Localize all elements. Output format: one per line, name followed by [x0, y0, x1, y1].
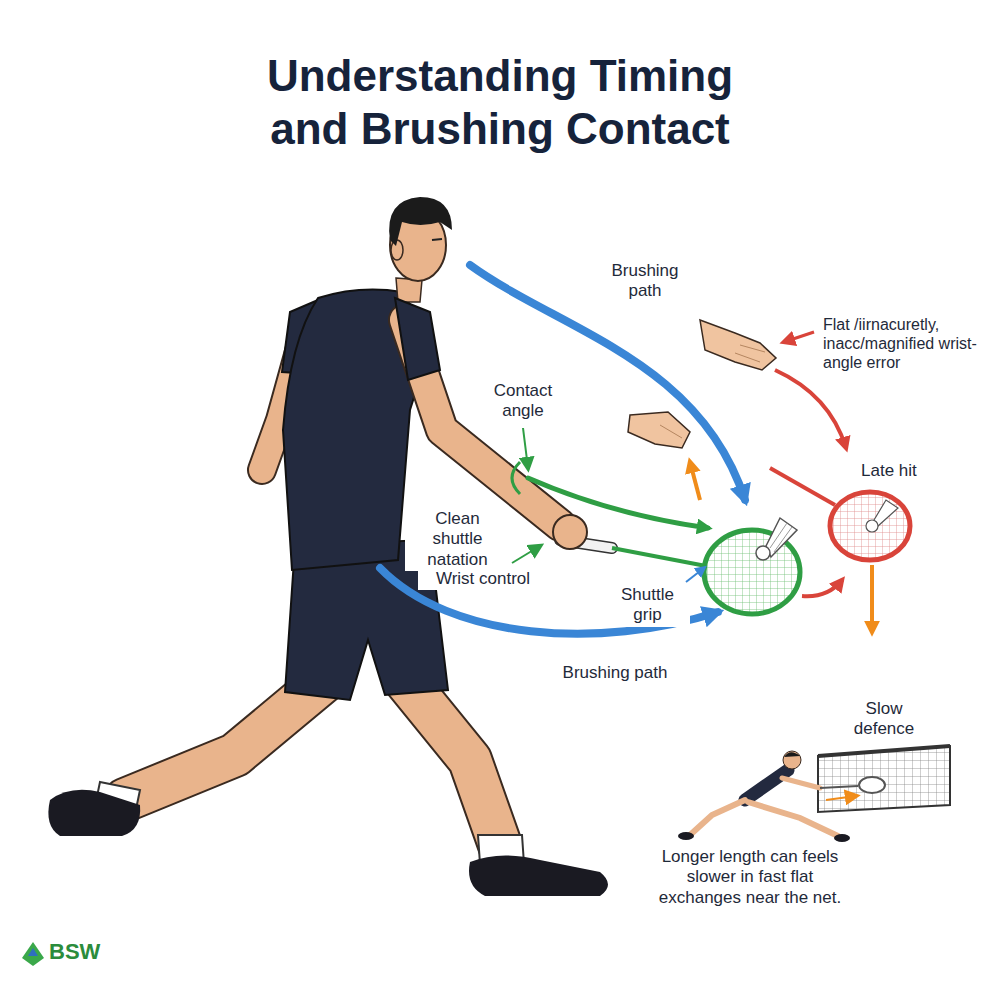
racket-arm — [553, 515, 587, 549]
net-scene — [678, 832, 694, 840]
arrow-label: Brushing path — [595, 260, 695, 303]
motion-arrow — [784, 332, 814, 342]
magnified-hands — [628, 412, 690, 448]
motion-arrow — [523, 428, 528, 468]
motion-arrow — [380, 568, 718, 634]
callout-label: Contact angle — [468, 380, 578, 423]
motion-arrow — [775, 370, 846, 448]
net-scene — [859, 777, 885, 793]
red-racket — [770, 468, 835, 505]
diagram-title: Understanding Timing and Brushing Contac… — [235, 50, 765, 156]
callout-label: Late hit — [858, 460, 944, 482]
motion-arrow — [512, 546, 540, 563]
logo-icon — [28, 948, 38, 956]
logo-icon — [22, 942, 44, 966]
motion-arrow — [870, 565, 874, 632]
net-scene — [690, 800, 745, 835]
motion-arrow — [802, 580, 842, 596]
head — [389, 197, 452, 246]
front-leg — [469, 855, 608, 896]
motion-arrow — [528, 478, 708, 528]
green-racket — [612, 548, 706, 566]
logo-icon — [22, 942, 44, 966]
callout-label: Clean shuttle natation — [405, 508, 510, 571]
logo-text: BSW — [46, 938, 116, 966]
head — [391, 240, 403, 260]
back-leg — [48, 680, 325, 836]
motion-arrow — [512, 462, 520, 494]
note-text: Longer length can feels slower in fast f… — [655, 846, 845, 909]
red-racket — [874, 500, 898, 526]
head — [389, 197, 452, 302]
front-leg — [405, 680, 500, 845]
net-scene — [818, 746, 950, 756]
net-scene — [782, 778, 820, 788]
motion-arrow — [686, 568, 704, 582]
magnified-hands — [700, 320, 776, 370]
racket-arm — [395, 298, 440, 380]
net-scene — [820, 786, 858, 788]
callout-label: Shuttle grip — [605, 584, 690, 627]
magnified-hands — [660, 425, 682, 438]
scene-label: Slow defence — [842, 698, 926, 741]
back-leg — [48, 790, 140, 836]
front-leg — [405, 680, 500, 845]
net-scene — [826, 796, 856, 800]
error-note: Flat /iirnacuretly, inacc/magnified wris… — [820, 314, 992, 374]
back-leg — [125, 680, 325, 800]
shuttlecock — [756, 518, 797, 560]
net-scene — [748, 802, 838, 836]
motion-arrow — [690, 462, 700, 500]
shuttlecock — [766, 518, 797, 557]
red-racket — [830, 492, 910, 560]
front-leg — [405, 680, 608, 896]
magnified-hands — [735, 345, 765, 362]
shuttlecock — [756, 546, 770, 560]
net-scene — [834, 834, 850, 842]
head — [432, 239, 442, 240]
back-leg — [125, 680, 325, 800]
net-scene — [784, 752, 800, 757]
motion-arrow — [380, 265, 872, 634]
net-scene — [678, 746, 950, 842]
net-scene — [783, 751, 801, 769]
arrow-label: Brushing path — [535, 662, 695, 684]
red-racket — [866, 520, 878, 532]
magnified-hands — [628, 320, 776, 448]
net-scene — [818, 746, 950, 812]
net-scene — [745, 770, 788, 800]
shuttlecock — [770, 523, 792, 552]
red-racket — [830, 492, 910, 560]
callout-label: Wrist control — [418, 568, 548, 590]
